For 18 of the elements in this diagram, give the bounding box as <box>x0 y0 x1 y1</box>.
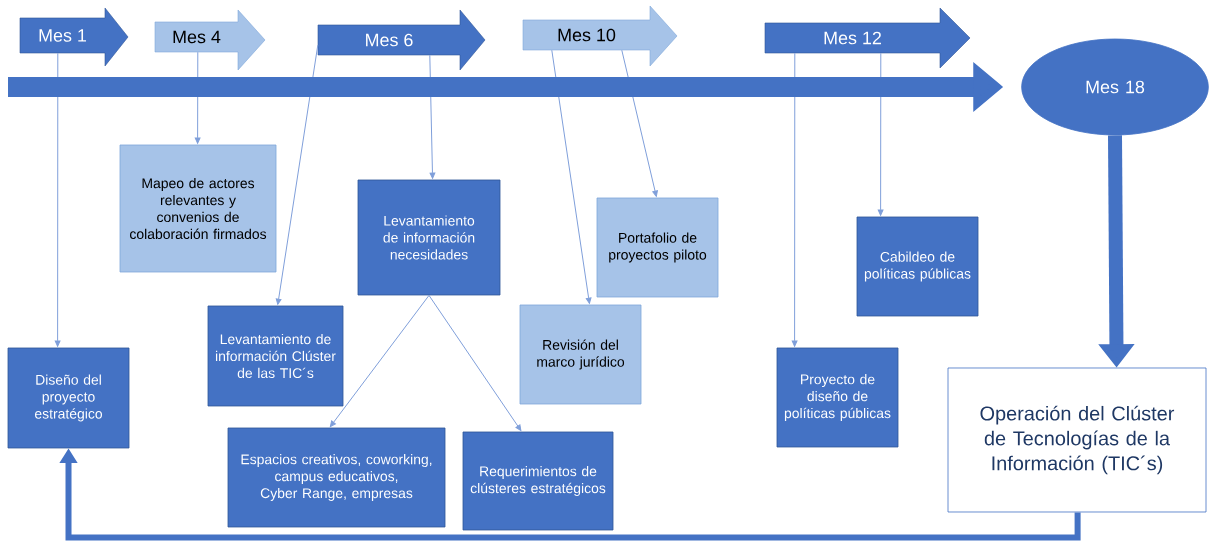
task-box: Proyecto de diseño de políticas públicas <box>776 347 899 448</box>
arrow <box>428 294 522 432</box>
arrow <box>551 49 592 304</box>
task-box: Diseño del proyecto estratégico <box>7 347 130 449</box>
task-box: Espacios creativos, coworking, campus educativos, Cyber Range, empresas <box>227 427 446 528</box>
task-box: Levantamiento de información necesidades <box>357 179 501 296</box>
task-box: Levantamiento de información Clúster de las TIC´s <box>207 305 344 407</box>
outcome-box: Operación del Clúster de Tecnologías de la Información (TIC´s) <box>947 367 1207 513</box>
arrow <box>275 44 319 305</box>
arrow <box>621 49 658 197</box>
task-box: Requerimientos de clústeres estratégicos <box>462 431 614 531</box>
arrow <box>791 52 798 347</box>
task-box: Cabildeo de políticas públicas <box>856 216 979 317</box>
task-box: Portafolio de proyectos piloto <box>596 197 719 298</box>
task-box: Mapeo de actores relevantes y convenios de colaboración firmados <box>119 144 277 273</box>
arrow <box>54 52 61 347</box>
task-box: Revisión del marco jurídico <box>519 304 642 405</box>
arrow <box>329 294 430 428</box>
